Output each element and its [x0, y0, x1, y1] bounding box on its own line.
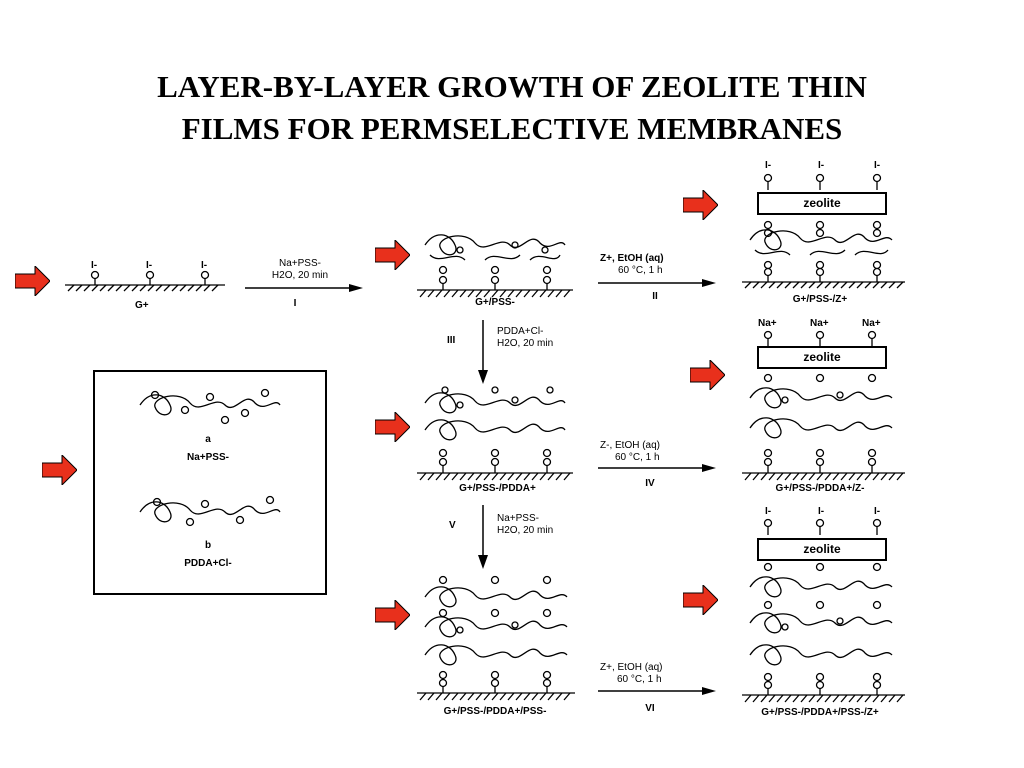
step-3-number: III	[447, 335, 456, 346]
counterion-label: I-	[91, 260, 98, 271]
counterion-label: I-	[201, 260, 208, 271]
legend-panel	[93, 370, 327, 595]
top-ion-label: Na+	[862, 318, 881, 329]
red-arrow-icon	[42, 455, 77, 485]
polymer-coil-icon	[139, 495, 281, 527]
red-arrow-icon	[375, 412, 410, 442]
structure-2-label: G+/PSS-/Z+	[792, 294, 848, 305]
red-arrow-icon	[375, 600, 410, 630]
polymer-coil-icon	[139, 388, 281, 425]
structure-g-pss	[417, 234, 573, 298]
structure-g-pss-pdda-z	[742, 330, 905, 481]
reaction-arrow-icon	[598, 279, 716, 287]
top-ion-label: I-	[874, 506, 881, 517]
step-4-number: IV	[645, 478, 655, 489]
red-arrow-icon	[683, 190, 718, 220]
legend-b-label: PDDA+Cl-	[184, 558, 232, 569]
slide-title-line-1: LAYER-BY-LAYER GROWTH OF ZEOLITE THIN	[157, 69, 867, 104]
step-1-conditions: H2O, 20 min	[271, 270, 329, 281]
step-4-reagent: Z-, EtOH (aq)	[600, 440, 661, 451]
reaction-arrow-icon	[598, 464, 716, 472]
red-arrow-icon	[683, 585, 718, 615]
structure-g-pss-z	[742, 173, 905, 289]
step-1-number: I	[293, 298, 297, 309]
step-1-reagent: Na+PSS-	[279, 258, 321, 269]
structure-5-label: G+/PSS-/PDDA+/PSS-	[443, 706, 547, 717]
substrate-label: G+	[135, 300, 149, 311]
structure-g-pss-pdda	[417, 386, 573, 481]
step-3-reagent: PDDA+Cl-	[497, 326, 544, 337]
legend-a-letter: a	[205, 434, 211, 445]
structure-6-label: G+/PSS-/PDDA+/PSS-/Z+	[761, 707, 879, 718]
red-arrow-icon	[15, 266, 50, 296]
top-ion-label: I-	[818, 506, 825, 517]
step-2-conditions: 60 °C, 1 h	[618, 265, 663, 276]
step-2-number: II	[652, 291, 658, 302]
red-arrow-icon	[690, 360, 725, 390]
reaction-arrow-icon	[478, 505, 488, 569]
step-3-conditions: H2O, 20 min	[497, 338, 554, 349]
top-ion-label: I-	[765, 506, 772, 517]
zeolite-layer: zeolite	[757, 538, 887, 561]
red-arrow-icon	[375, 240, 410, 270]
reaction-arrow-icon	[478, 320, 488, 384]
top-ion-label: I-	[765, 160, 772, 171]
step-5-conditions: H2O, 20 min	[497, 525, 554, 536]
legend-a-label: Na+PSS-	[187, 452, 229, 463]
step-4-conditions: 60 °C, 1 h	[615, 452, 660, 463]
step-6-conditions: 60 °C, 1 h	[617, 674, 662, 685]
top-ion-label: Na+	[758, 318, 777, 329]
reaction-arrow-icon	[598, 687, 716, 695]
step-6-reagent: Z+, EtOH (aq)	[600, 662, 663, 673]
structure-3-label: G+/PSS-/PDDA+	[459, 483, 536, 494]
substrate-g-plus	[65, 270, 225, 292]
counterion-label: I-	[146, 260, 153, 271]
step-2-reagent: Z+, EtOH (aq)	[600, 253, 664, 264]
step-5-number: V	[449, 520, 456, 531]
slide-title-line-2: FILMS FOR PERMSELECTIVE MEMBRANES	[181, 111, 843, 146]
structure-4-label: G+/PSS-/PDDA+/Z-	[775, 483, 865, 494]
reaction-arrow-icon	[245, 284, 363, 292]
structure-g-pss-pdda-pss-z	[742, 518, 905, 703]
zeolite-layer: zeolite	[757, 192, 887, 215]
zeolite-layer: zeolite	[757, 346, 887, 369]
legend-b-letter: b	[204, 540, 212, 551]
top-ion-label: I-	[818, 160, 825, 171]
structure-1-label: G+/PSS-	[475, 297, 515, 308]
top-ion-label: Na+	[810, 318, 829, 329]
step-5-reagent: Na+PSS-	[497, 513, 539, 524]
step-6-number: VI	[645, 703, 655, 714]
structure-g-pss-pdda-pss	[417, 575, 575, 701]
top-ion-label: I-	[874, 160, 881, 171]
